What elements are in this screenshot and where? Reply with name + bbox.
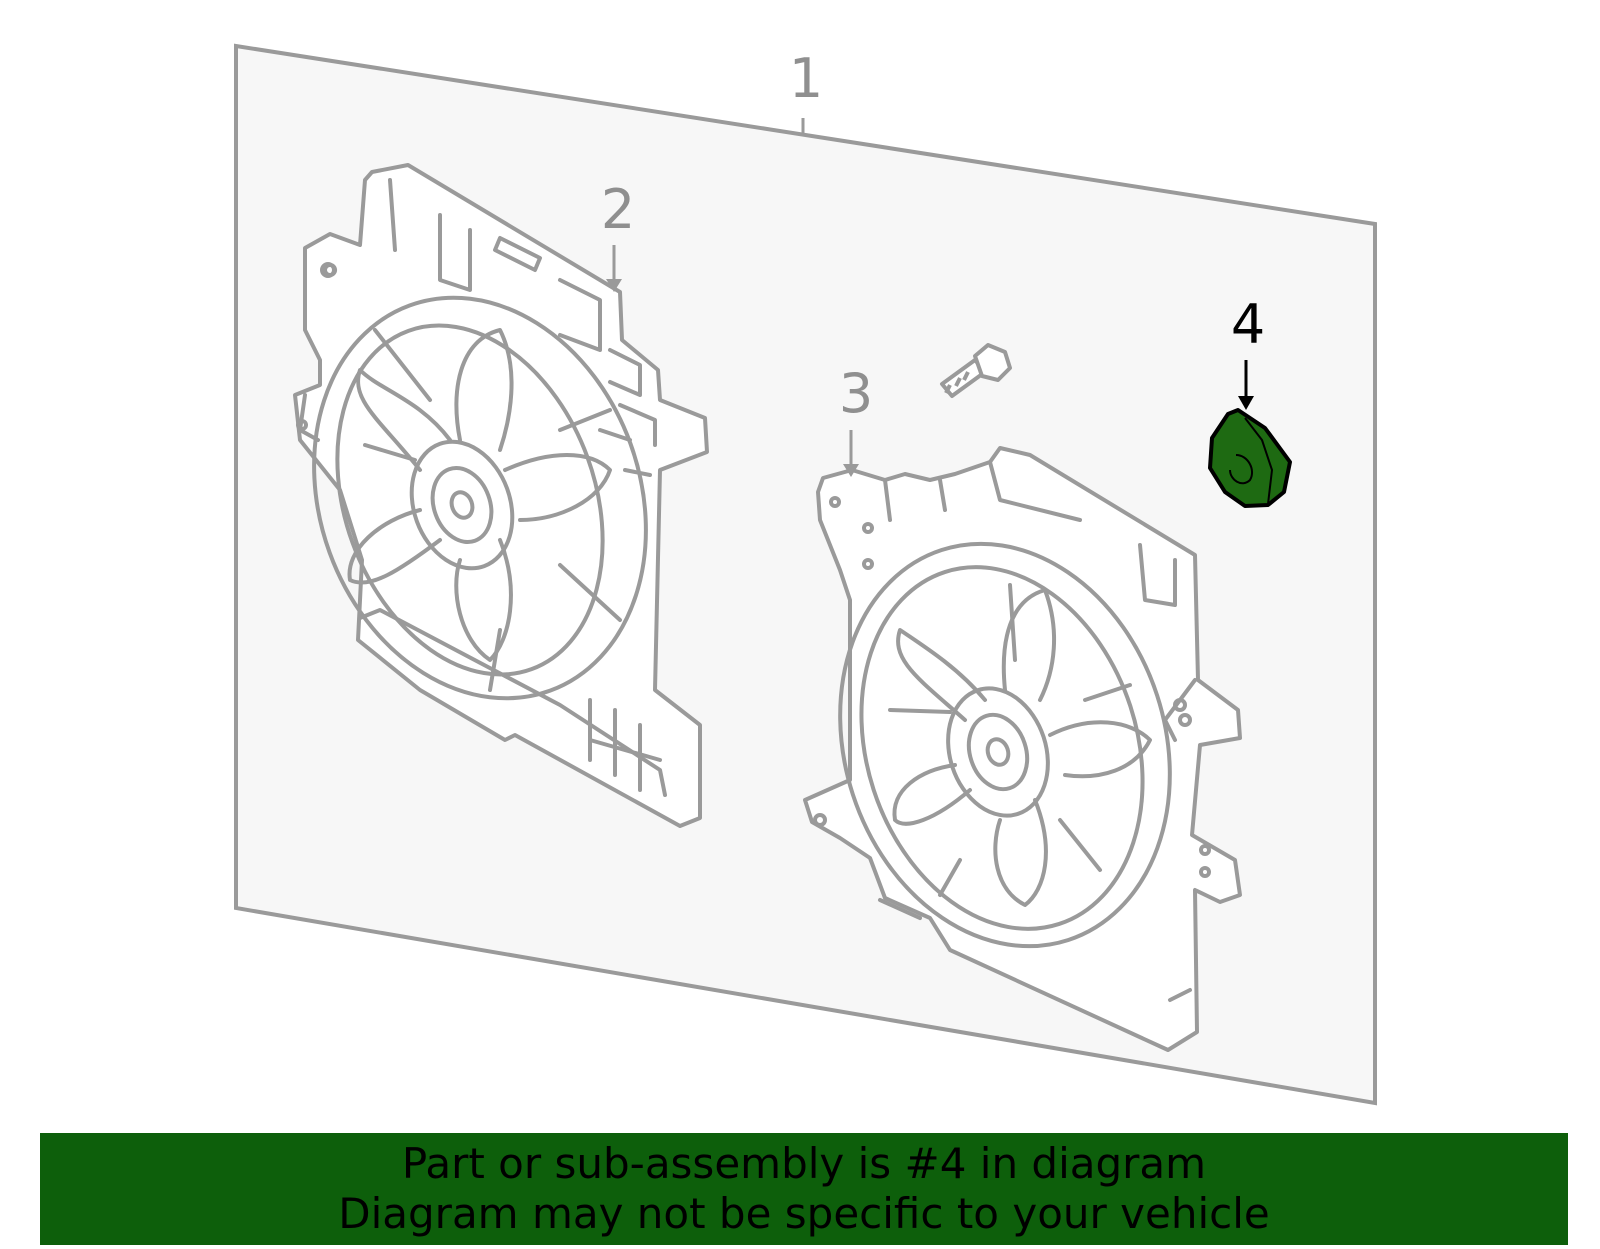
callout-2-arrowhead	[606, 279, 622, 292]
banner-line-part: Part or sub-assembly is #4 in diagram	[401, 1139, 1207, 1188]
callout-1-label: 1	[789, 47, 823, 110]
left-fan-assembly	[293, 163, 709, 828]
bolt	[940, 343, 1012, 398]
info-banner: Part or sub-assembly is #4 in diagram Di…	[40, 1133, 1568, 1245]
callout-4-arrowhead	[1238, 396, 1254, 410]
callout-2-label: 2	[601, 178, 635, 241]
callout-3-arrowhead	[843, 464, 859, 477]
right-fan-assembly	[803, 446, 1242, 1052]
parts-diagram: 1 2	[234, 43, 1377, 1106]
callout-3-label: 3	[839, 362, 873, 425]
banner-line-disclaimer: Diagram may not be specific to your vehi…	[338, 1189, 1270, 1238]
callout-4-label: 4	[1231, 293, 1265, 356]
highlighted-part-4	[1208, 408, 1292, 508]
